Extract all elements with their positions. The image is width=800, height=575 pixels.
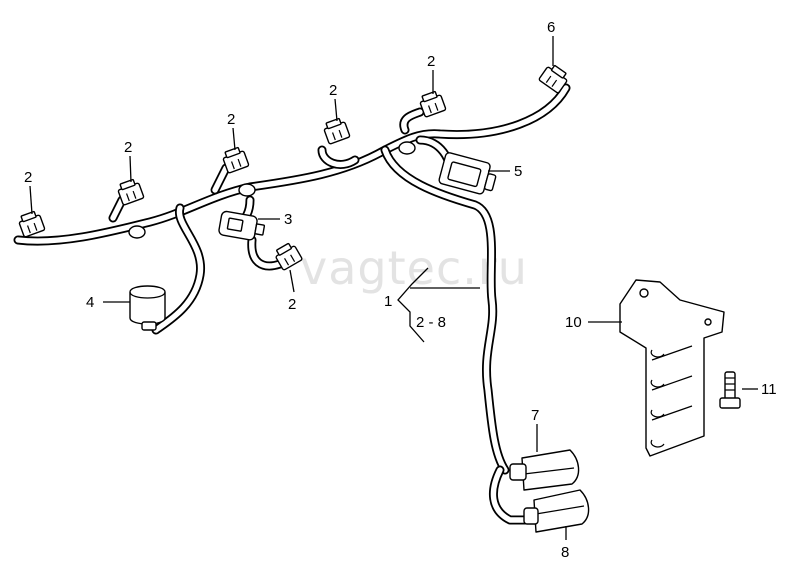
callout-3: 3 (284, 211, 292, 228)
callout-1: 1 (384, 293, 392, 310)
callout-2: 2 (427, 53, 435, 70)
connector-2-e (419, 90, 447, 118)
connector-8 (523, 489, 590, 533)
leader-lines (29, 36, 758, 540)
connector-6 (538, 65, 568, 94)
callout-2: 2 (329, 82, 337, 99)
connector-2-b (117, 178, 145, 206)
callout-4: 4 (86, 294, 94, 311)
callout-2: 2 (124, 139, 132, 156)
callout-2: 2 (288, 296, 296, 313)
callout-11: 11 (761, 381, 777, 398)
callout-10: 10 (565, 314, 582, 331)
connector-7 (509, 449, 580, 491)
callout-6: 6 (547, 19, 555, 36)
bracket-10 (619, 279, 725, 457)
callout-2: 2 (227, 111, 235, 128)
callout-8: 8 (561, 544, 569, 561)
bolt-11 (719, 371, 741, 409)
connector-2-d (323, 117, 351, 145)
harness-clips (128, 141, 416, 239)
connector-4 (129, 285, 166, 331)
callout-2: 2 (24, 169, 32, 186)
callout-7: 7 (531, 407, 539, 424)
connector-2-f (275, 242, 303, 271)
callouts: 2 2 2 2 2 2 6 3 4 5 1 2 - 8 7 8 10 11 (24, 19, 777, 561)
callout-5: 5 (514, 163, 522, 180)
connector-2-c (222, 146, 250, 174)
callout-1-range: 2 - 8 (416, 314, 446, 331)
connector-3 (218, 210, 266, 241)
connector-5 (438, 152, 497, 195)
connector-2-a (18, 210, 46, 238)
